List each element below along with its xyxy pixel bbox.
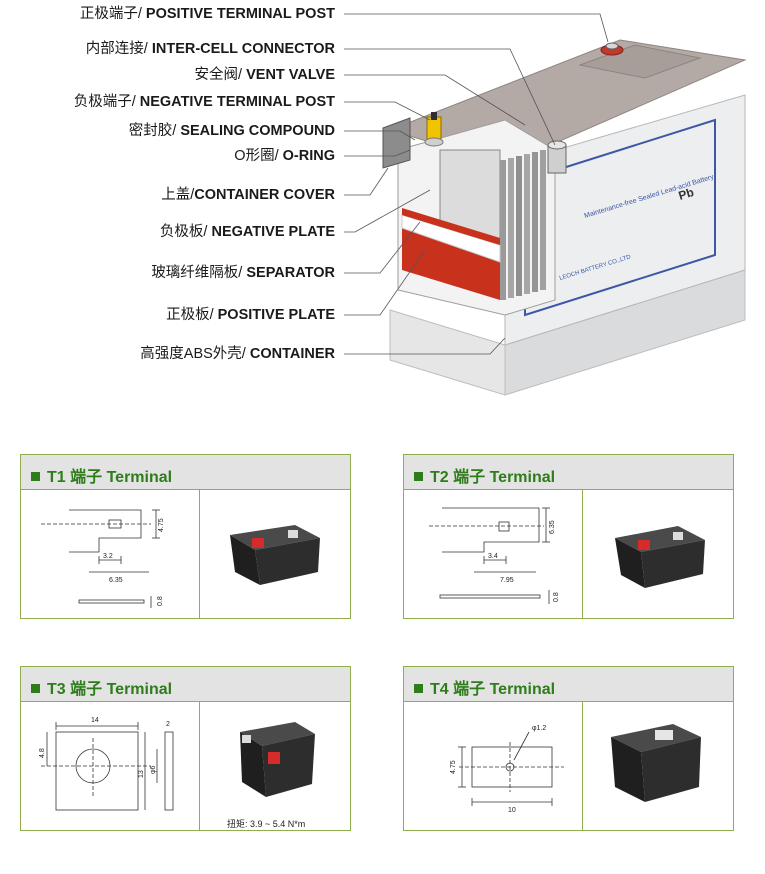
- callout-en: NEGATIVE PLATE: [207, 224, 335, 240]
- callout-positive-terminal-post: 正极端子/ POSITIVE TERMINAL POST: [80, 5, 335, 23]
- terminal-panel-t1: T1 端子 Terminal 4.75 3.2 6.35 0.8: [20, 454, 351, 619]
- callout-zh: 负极板/: [159, 224, 208, 240]
- terminal-en: Terminal: [489, 469, 556, 486]
- terminal-dimension-drawing: 6.35 3.4 7.95 0.8: [429, 507, 560, 604]
- terminal-zh: 端子: [70, 469, 103, 486]
- positive-plate-red: [402, 228, 500, 300]
- terminal-battery-photo: [230, 525, 320, 585]
- terminal-panel-t3: T3 端子 Terminal 14 2 4.8 13 φ6 扭矩: 3.9 ~ …: [20, 666, 351, 831]
- callout-inter-cell-connector: 内部连接/ INTER-CELL CONNECTOR: [86, 40, 335, 58]
- callout-container-cover: 上盖/CONTAINER COVER: [161, 186, 335, 204]
- callout-en: NEGATIVE TERMINAL POST: [135, 94, 335, 110]
- callout-en: CONTAINER COVER: [194, 187, 335, 203]
- torque-spec: 扭矩: 3.9 ~ 5.4 N*m: [227, 819, 306, 829]
- panel-title: T3 端子 Terminal: [31, 675, 172, 699]
- terminal-dimension-drawing: 14 2 4.8 13 φ6: [39, 717, 174, 811]
- dim-label: 4.75: [158, 518, 165, 532]
- terminal-en: Terminal: [106, 469, 173, 486]
- terminal-zh: 端子: [70, 681, 103, 698]
- terminal-dimension-drawing: φ1.2 4.75 10: [450, 725, 564, 814]
- callout-vent-valve: 安全阀/ VENT VALVE: [195, 66, 335, 84]
- dim-label: 14: [91, 717, 99, 724]
- container-front-face: [389, 309, 506, 396]
- dim-label: 2: [166, 721, 170, 728]
- panel-title: T2 端子 Terminal: [414, 463, 555, 487]
- panel-title: T4 端子 Terminal: [414, 675, 555, 699]
- negative-plate-red: [402, 208, 500, 245]
- callout-zh: 安全阀/: [194, 67, 243, 83]
- panel-header: T4 端子 Terminal: [404, 667, 733, 702]
- panel-header: T2 端子 Terminal: [404, 455, 733, 490]
- callout-en: VENT VALVE: [242, 67, 335, 83]
- dim-label: 10: [508, 807, 516, 814]
- callout-zh: 高强度ABS外壳/: [140, 346, 246, 362]
- dim-label: 6.35: [549, 520, 556, 534]
- terminal-code: T2: [430, 469, 449, 486]
- callout-en: SEALING COMPOUND: [176, 123, 335, 139]
- callout-container: 高强度ABS外壳/ CONTAINER: [140, 345, 335, 363]
- callout-zh: 正极板/: [166, 307, 214, 323]
- dim-label: 13: [138, 770, 145, 778]
- callout-leader-lines: [344, 13, 609, 355]
- panel-divider: [199, 702, 200, 830]
- callout-zh: 上盖/: [161, 187, 195, 203]
- callout-zh: 正极端子/: [79, 6, 142, 22]
- container-cover-edge: [382, 117, 411, 169]
- dim-label: φ6: [150, 765, 157, 774]
- callout-sealing-compound: 密封胶/ SEALING COMPOUND: [129, 122, 335, 140]
- terminal-battery-photo: [615, 526, 705, 588]
- terminal-zh: 端子: [453, 681, 486, 698]
- callout-zh: 玻璃纤维隔板/: [151, 265, 243, 281]
- callout-separator: 玻璃纤维隔板/ SEPARATOR: [151, 264, 335, 282]
- terminal-dimension-drawing: 4.75 3.2 6.35 0.8: [41, 509, 165, 608]
- terminal-code: T4: [430, 681, 449, 698]
- dim-label: 0.8: [157, 596, 164, 606]
- terminal-code: T3: [47, 681, 66, 698]
- dim-label: 7.95: [500, 577, 514, 584]
- inter-cell-connector: [547, 140, 567, 174]
- panel-header: T3 端子 Terminal: [21, 667, 350, 702]
- dim-label: 3.2: [103, 553, 113, 560]
- callout-en: SEPARATOR: [242, 265, 335, 281]
- dim-label: 4.8: [39, 748, 46, 758]
- panel-header: T1 端子 Terminal: [21, 455, 350, 490]
- callout-en: POSITIVE TERMINAL POST: [141, 6, 335, 22]
- callout-negative-terminal-post: 负极端子/ NEGATIVE TERMINAL POST: [74, 93, 335, 111]
- callout-positive-plate: 正极板/ POSITIVE PLATE: [166, 306, 335, 324]
- terminal-battery-photo: [611, 724, 701, 802]
- callout-zh: 密封胶/: [128, 123, 177, 139]
- callout-o-ring: O形圈/ O-RING: [234, 147, 335, 165]
- callout-en: O-RING: [278, 148, 335, 164]
- callout-en: POSITIVE PLATE: [213, 307, 335, 323]
- battery-label-pb: Pb: [677, 185, 696, 203]
- callout-zh: O形圈/: [234, 148, 279, 164]
- terminal-battery-photo: [240, 722, 315, 797]
- terminal-code: T1: [47, 469, 66, 486]
- dim-label: 4.75: [450, 760, 457, 774]
- callout-en: CONTAINER: [245, 346, 335, 362]
- panel-divider: [199, 490, 200, 618]
- terminal-panel-t2: T2 端子 Terminal 6.35 3.4 7.95 0.8: [403, 454, 734, 619]
- terminal-panel-t4: T4 端子 Terminal φ1.2 4.75 10: [403, 666, 734, 831]
- negative-terminal-post: [424, 112, 444, 147]
- dim-label: 6.35: [109, 577, 123, 584]
- terminal-zh: 端子: [453, 469, 486, 486]
- terminal-en: Terminal: [106, 681, 173, 698]
- callout-zh: 内部连接/: [85, 41, 148, 57]
- battery-cutaway-diagram: Maintenance-free Sealed Lead-acid Batter…: [344, 13, 747, 396]
- panel-divider: [582, 702, 583, 830]
- dim-label: 0.8: [553, 592, 560, 602]
- panel-title: T1 端子 Terminal: [31, 463, 172, 487]
- dim-label: φ1.2: [532, 725, 546, 732]
- terminal-en: Terminal: [489, 681, 556, 698]
- callout-en: INTER-CELL CONNECTOR: [147, 41, 335, 57]
- panel-divider: [582, 490, 583, 618]
- callout-negative-plate: 负极板/ NEGATIVE PLATE: [160, 223, 335, 241]
- dim-label: 3.4: [488, 553, 498, 560]
- callout-zh: 负极端子/: [73, 94, 136, 110]
